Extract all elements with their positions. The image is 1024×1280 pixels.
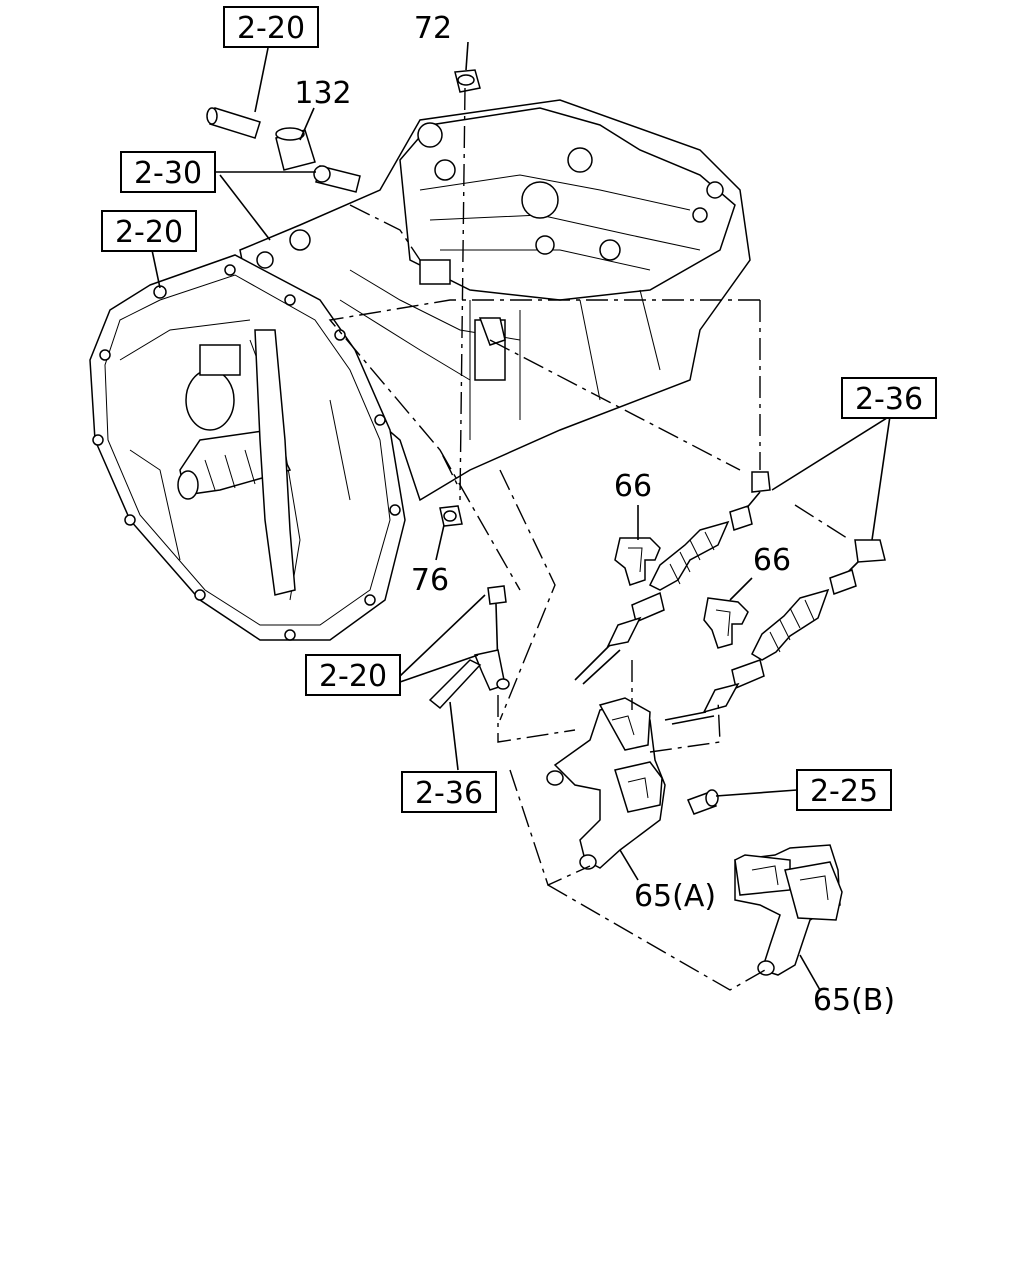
ref-box-2-36-right: 2-36 (841, 377, 937, 419)
ref-box-frame (796, 769, 892, 811)
ref-label-2-20-left: 2-20 (115, 215, 183, 250)
part-label-65b: 65(B) (813, 983, 895, 1018)
ref-box-2-20-bottom: 2-20 (305, 654, 401, 696)
bracket-65a (428, 585, 719, 870)
leader-lines (151, 41, 891, 991)
loose-parts (206, 69, 481, 527)
part-label-65a: 65(A) (634, 879, 716, 914)
transmission-assembly (89, 99, 751, 641)
ref-label-2-36-bottom: 2-36 (415, 776, 483, 811)
part-label-66-a: 66 (614, 469, 652, 504)
part-label-132: 132 (294, 76, 351, 111)
ref-box-2-25: 2-25 (796, 769, 892, 811)
ref-box-frame (401, 771, 497, 813)
part-label-72: 72 (414, 11, 452, 46)
shift-cables (574, 471, 886, 725)
ref-label-2-30: 2-30 (134, 156, 202, 191)
ref-box-frame (101, 210, 197, 252)
ref-box-2-20-top: 2-20 (223, 6, 319, 48)
ref-label-2-20-bottom: 2-20 (319, 659, 387, 694)
ref-box-2-20-left: 2-20 (101, 210, 197, 252)
ref-box-frame (223, 6, 319, 48)
part-label-76: 76 (411, 563, 449, 598)
part-label-66-b: 66 (753, 543, 791, 578)
ref-label-2-20-top: 2-20 (237, 11, 305, 46)
bracket-65b (734, 844, 843, 976)
ref-box-2-36-bottom: 2-36 (401, 771, 497, 813)
ref-label-2-36-right: 2-36 (855, 382, 923, 417)
ref-box-frame (120, 151, 216, 193)
ref-box-frame (305, 654, 401, 696)
ref-box-2-30: 2-30 (120, 151, 216, 193)
ref-label-2-25: 2-25 (810, 774, 878, 809)
ref-box-frame (841, 377, 937, 419)
